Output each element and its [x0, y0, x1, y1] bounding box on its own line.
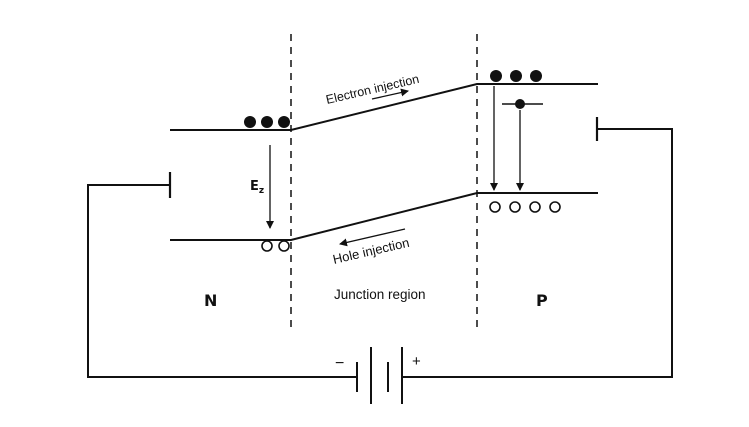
- trapped-electron: [515, 99, 525, 109]
- hole-injection-label: Hole injection: [331, 235, 410, 267]
- conduction-band: [170, 83, 598, 131]
- electron-injection-arrow: [371, 88, 409, 100]
- electron: [510, 70, 522, 82]
- electron: [261, 116, 273, 128]
- n-side-electrons: [244, 116, 290, 128]
- n-side-holes: [261, 240, 290, 252]
- p-side-electrons: [490, 70, 542, 82]
- hole: [509, 201, 521, 213]
- junction-region-label: Junction region: [334, 287, 426, 302]
- hole: [529, 201, 541, 213]
- battery: [356, 347, 403, 404]
- n-region-label: N: [204, 291, 217, 310]
- p-side-holes: [489, 201, 561, 213]
- hole-injection-arrow: [339, 228, 406, 247]
- wire-left: [87, 184, 357, 378]
- electron: [278, 116, 290, 128]
- hole: [489, 201, 501, 213]
- battery-negative-label: −: [335, 355, 344, 372]
- electron: [490, 70, 502, 82]
- electron: [244, 116, 256, 128]
- p-region-label: P: [536, 291, 548, 310]
- valence-band: [170, 192, 598, 241]
- hole: [261, 240, 273, 252]
- hole: [549, 201, 561, 213]
- wire-right: [402, 128, 673, 378]
- battery-positive-label: +: [412, 353, 421, 370]
- field-label: Ez: [250, 179, 264, 196]
- electron: [530, 70, 542, 82]
- hole: [278, 240, 290, 252]
